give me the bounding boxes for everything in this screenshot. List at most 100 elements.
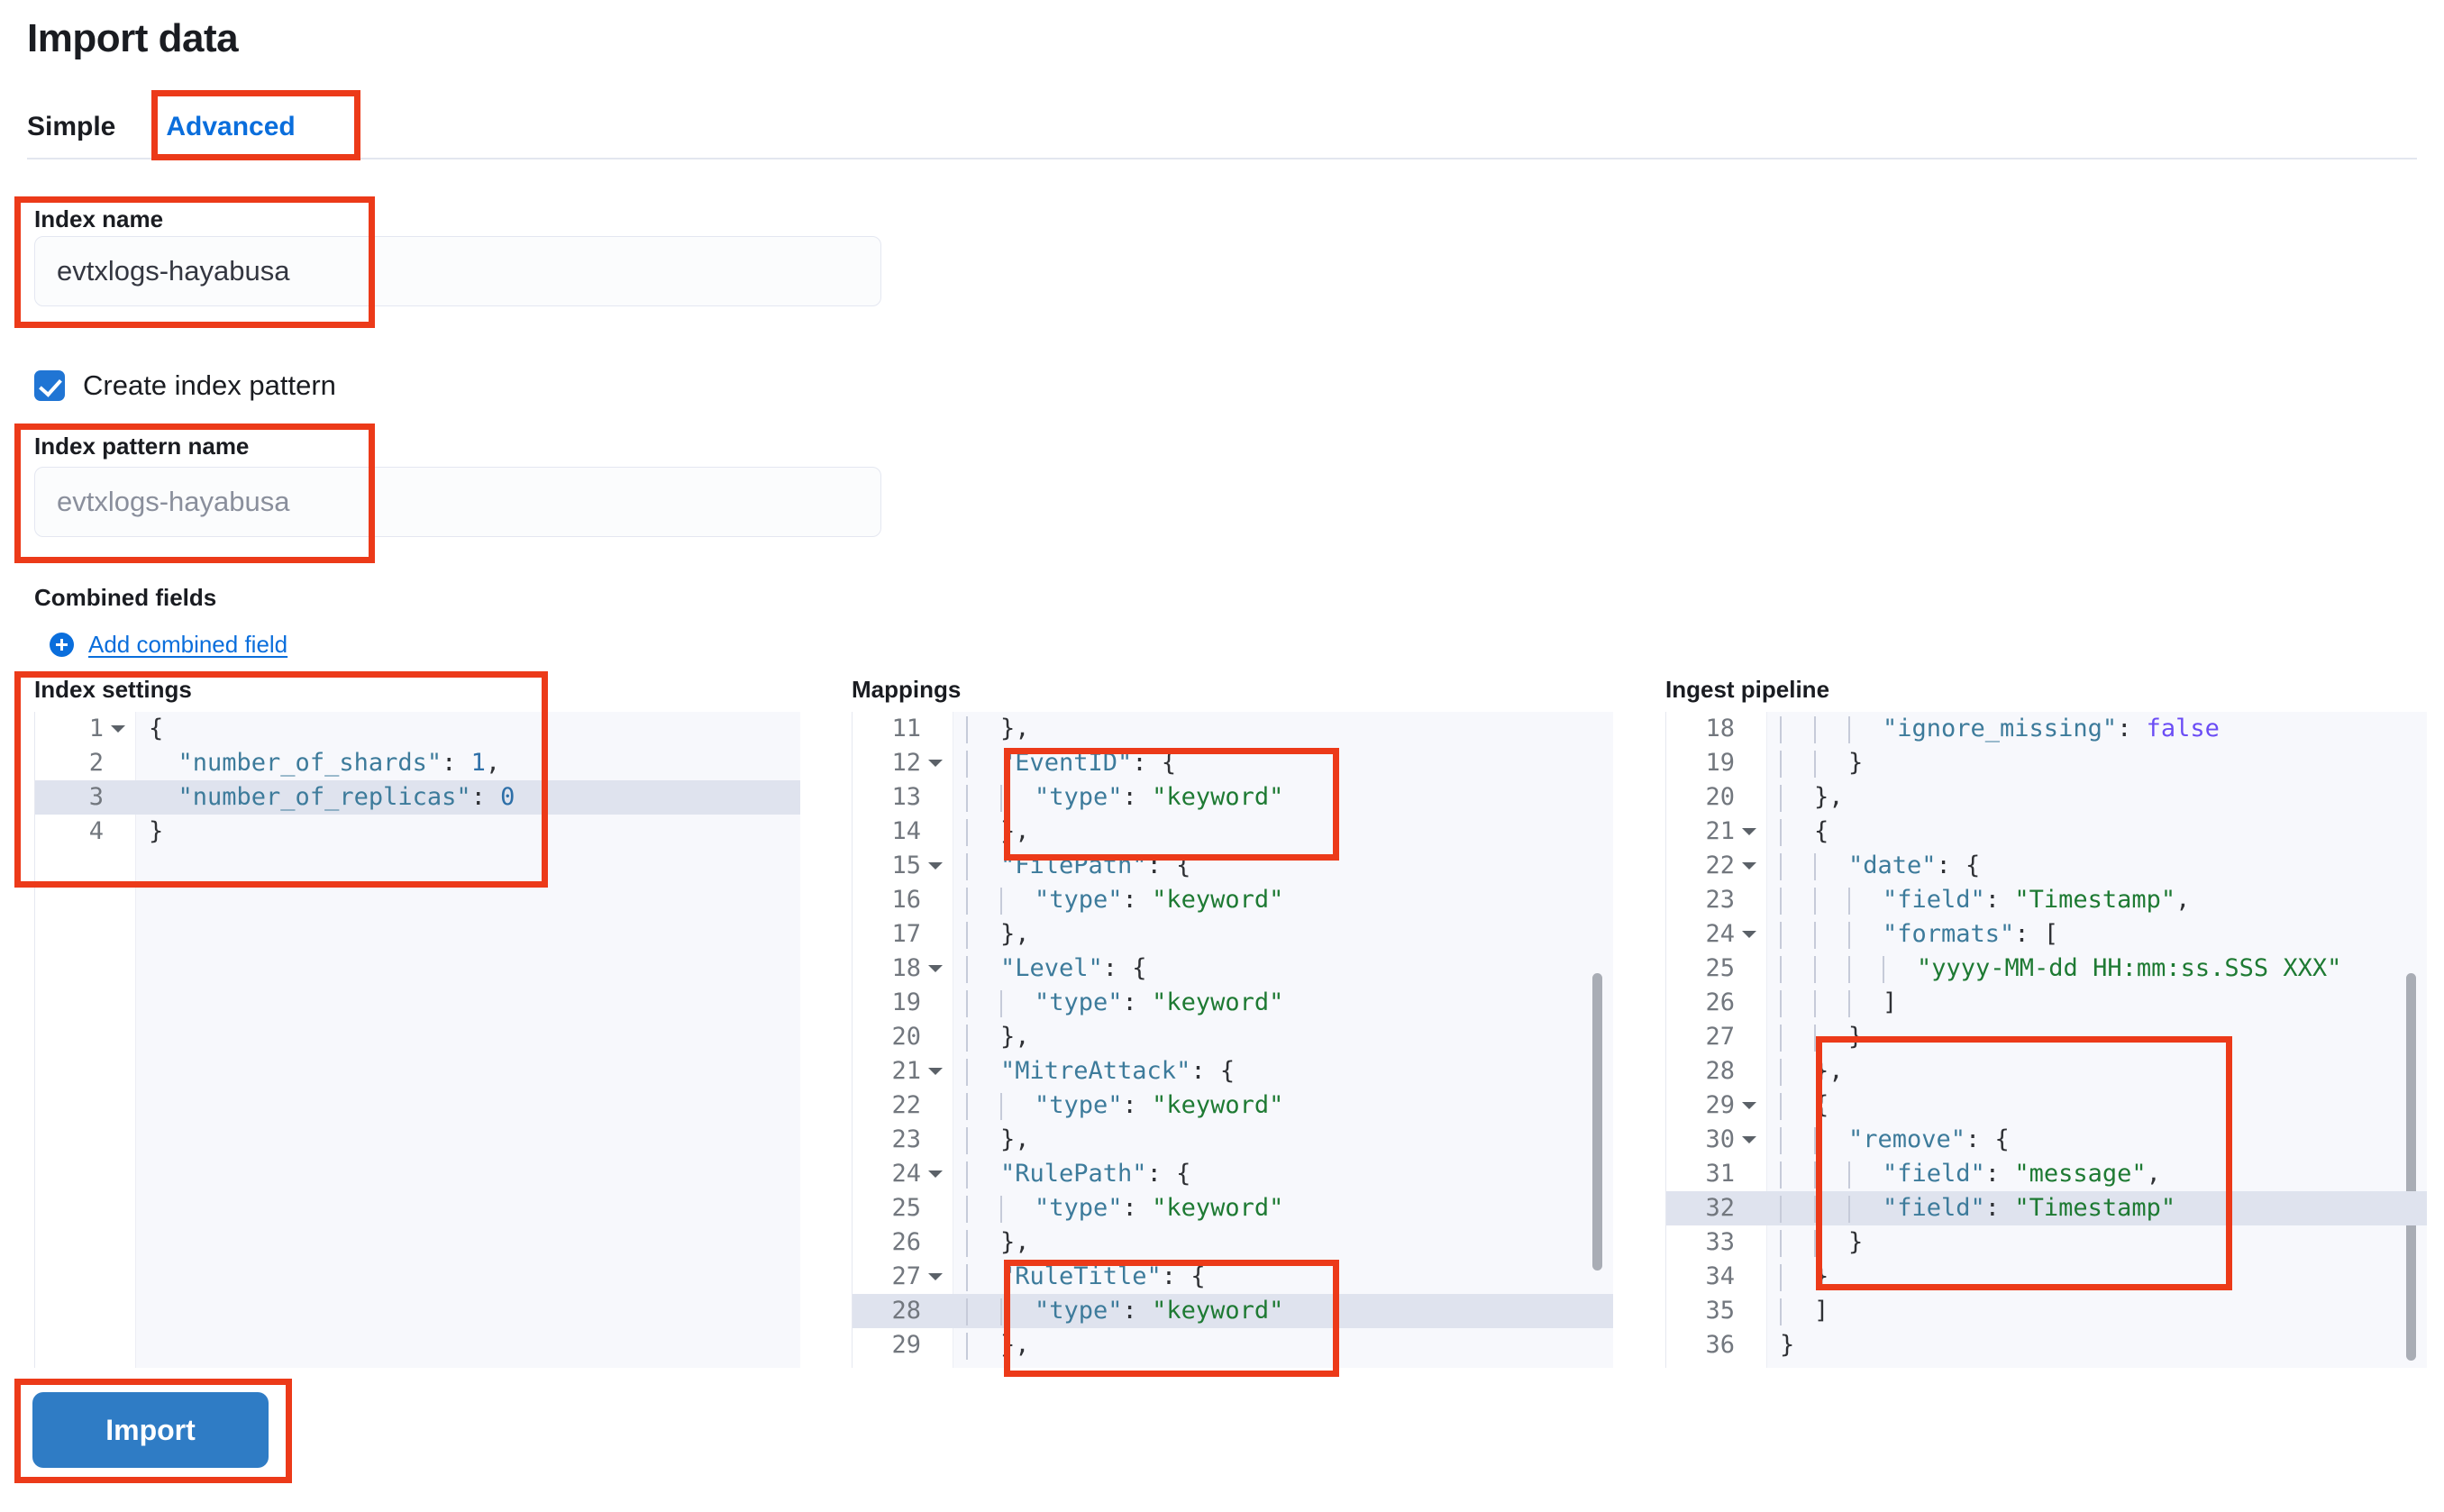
code-text: { bbox=[1780, 815, 1828, 849]
code-line[interactable]: 15"FilePath": { bbox=[853, 849, 1613, 883]
index-settings-editor[interactable]: 1{2 "number_of_shards": 1,3 "number_of_r… bbox=[34, 712, 800, 1368]
code-line[interactable]: 21 "MitreAttack": { bbox=[853, 1054, 1613, 1088]
chevron-down-icon[interactable] bbox=[928, 1273, 943, 1280]
line-number: 19 bbox=[891, 988, 921, 1016]
line-number: 35 bbox=[1705, 1297, 1735, 1325]
indent-guide bbox=[1780, 819, 1797, 846]
ingest-pipeline-scrollbar[interactable] bbox=[2406, 973, 2416, 1361]
index-name-input[interactable]: evtxlogs-hayabusa bbox=[34, 236, 881, 306]
code-line[interactable]: 16"type": "keyword" bbox=[853, 883, 1613, 917]
code-text: "EventID": { bbox=[966, 746, 1176, 780]
chevron-down-icon[interactable] bbox=[928, 1170, 943, 1178]
code-line[interactable]: 35] bbox=[1666, 1294, 2427, 1328]
code-line[interactable]: 18"ignore_missing": false bbox=[1666, 712, 2427, 746]
code-line[interactable]: 13"type": "keyword" bbox=[853, 780, 1613, 815]
indent-guide bbox=[1814, 716, 1831, 743]
indent-guide bbox=[1814, 1161, 1831, 1189]
indent-guide bbox=[966, 956, 983, 983]
code-text: "field": "message", bbox=[1780, 1157, 2161, 1191]
code-line[interactable]: 18"Level": { bbox=[853, 952, 1613, 986]
indent-guide bbox=[966, 1161, 983, 1189]
indent-guide bbox=[1780, 1230, 1797, 1257]
code-line[interactable]: 25"yyyy-MM-dd HH:mm:ss.SSS XXX" bbox=[1666, 952, 2427, 986]
indent-guide bbox=[966, 853, 983, 880]
chevron-down-icon[interactable] bbox=[928, 1068, 943, 1075]
code-text: "MitreAttack": { bbox=[966, 1054, 1235, 1088]
code-line[interactable]: 28}, bbox=[1666, 1054, 2427, 1088]
indent-guide bbox=[1848, 888, 1865, 915]
chevron-down-icon[interactable] bbox=[1742, 862, 1756, 870]
create-index-pattern-label: Create index pattern bbox=[83, 369, 336, 401]
line-number: 32 bbox=[1705, 1194, 1735, 1222]
create-index-pattern-checkbox[interactable] bbox=[34, 370, 65, 401]
code-line[interactable]: 26] bbox=[1666, 986, 2427, 1020]
code-line[interactable]: 30"remove": { bbox=[1666, 1123, 2427, 1157]
chevron-down-icon[interactable] bbox=[111, 725, 125, 733]
code-text: } bbox=[149, 817, 164, 845]
code-line[interactable]: 4} bbox=[35, 815, 800, 849]
code-line[interactable]: 32"field": "Timestamp" bbox=[1666, 1191, 2427, 1225]
code-line[interactable]: 2 "number_of_shards": 1, bbox=[35, 746, 800, 780]
line-number: 13 bbox=[891, 783, 921, 811]
code-line[interactable]: 29}, bbox=[853, 1328, 1613, 1362]
code-line[interactable]: 20}, bbox=[853, 1020, 1613, 1054]
code-line[interactable]: 31"field": "message", bbox=[1666, 1157, 2427, 1191]
code-line[interactable]: 23}, bbox=[853, 1123, 1613, 1157]
code-text: ] bbox=[1780, 1294, 1828, 1328]
chevron-down-icon[interactable] bbox=[1742, 828, 1756, 835]
code-text: "FilePath": { bbox=[966, 849, 1190, 883]
code-line[interactable]: 3 "number_of_replicas": 0 bbox=[35, 780, 800, 815]
indent-guide bbox=[1814, 922, 1831, 949]
line-number: 3 bbox=[88, 783, 104, 811]
code-line[interactable]: 34} bbox=[1666, 1260, 2427, 1294]
code-line[interactable]: 19} bbox=[1666, 746, 2427, 780]
mappings-editor[interactable]: 11},12"EventID": {13"type": "keyword"14}… bbox=[852, 712, 1613, 1368]
code-line[interactable]: 12"EventID": { bbox=[853, 746, 1613, 780]
create-index-pattern-row[interactable]: Create index pattern bbox=[34, 369, 336, 402]
code-line[interactable]: 27} bbox=[1666, 1020, 2427, 1054]
indent-guide bbox=[1780, 751, 1797, 778]
index-settings-panel: Index settings 1{2 "number_of_shards": 1… bbox=[34, 676, 800, 1368]
index-pattern-name-input[interactable]: evtxlogs-hayabusa bbox=[34, 467, 881, 537]
code-line[interactable]: 23"field": "Timestamp", bbox=[1666, 883, 2427, 917]
chevron-down-icon[interactable] bbox=[928, 862, 943, 870]
code-text: "formats": [ bbox=[1780, 917, 2058, 952]
line-number: 21 bbox=[891, 1057, 921, 1085]
code-line[interactable]: 14}, bbox=[853, 815, 1613, 849]
chevron-down-icon[interactable] bbox=[1742, 1102, 1756, 1109]
code-line[interactable]: 21{ bbox=[1666, 815, 2427, 849]
code-line[interactable]: 33} bbox=[1666, 1225, 2427, 1260]
code-line[interactable]: 20}, bbox=[1666, 780, 2427, 815]
code-line[interactable]: 22"type": "keyword" bbox=[853, 1088, 1613, 1123]
code-line[interactable]: 26}, bbox=[853, 1225, 1613, 1260]
chevron-down-icon[interactable] bbox=[1742, 1136, 1756, 1143]
code-line[interactable]: 24"RulePath": { bbox=[853, 1157, 1613, 1191]
chevron-down-icon[interactable] bbox=[1742, 931, 1756, 938]
mappings-scrollbar[interactable] bbox=[1592, 973, 1602, 1271]
import-button[interactable]: Import bbox=[32, 1392, 269, 1468]
add-combined-field-button[interactable]: Add combined field bbox=[50, 631, 287, 659]
code-line[interactable]: 36} bbox=[1666, 1328, 2427, 1362]
code-line[interactable]: 17}, bbox=[853, 917, 1613, 952]
code-line[interactable]: 28"type": "keyword" bbox=[853, 1294, 1613, 1328]
indent-guide bbox=[1780, 1298, 1797, 1325]
tab-divider bbox=[27, 158, 2417, 159]
code-line[interactable]: 25"type": "keyword" bbox=[853, 1191, 1613, 1225]
chevron-down-icon[interactable] bbox=[928, 760, 943, 767]
tab-simple[interactable]: Simple bbox=[27, 112, 116, 141]
code-line[interactable]: 19"type": "keyword" bbox=[853, 986, 1613, 1020]
code-line[interactable]: 29{ bbox=[1666, 1088, 2427, 1123]
code-line[interactable]: 24"formats": [ bbox=[1666, 917, 2427, 952]
tab-advanced[interactable]: Advanced bbox=[139, 114, 322, 160]
code-line[interactable]: 27"RuleTitle": { bbox=[853, 1260, 1613, 1294]
code-line[interactable]: 1{ bbox=[35, 712, 800, 746]
chevron-down-icon[interactable] bbox=[928, 965, 943, 972]
code-line[interactable]: 11}, bbox=[853, 712, 1613, 746]
code-line[interactable]: 22"date": { bbox=[1666, 849, 2427, 883]
line-number: 2 bbox=[88, 749, 104, 777]
code-text: "number_of_shards": 1, bbox=[178, 749, 501, 777]
index-name-label: Index name bbox=[34, 205, 164, 232]
indent-guide bbox=[1814, 1196, 1831, 1223]
indent-guide bbox=[1814, 956, 1831, 983]
